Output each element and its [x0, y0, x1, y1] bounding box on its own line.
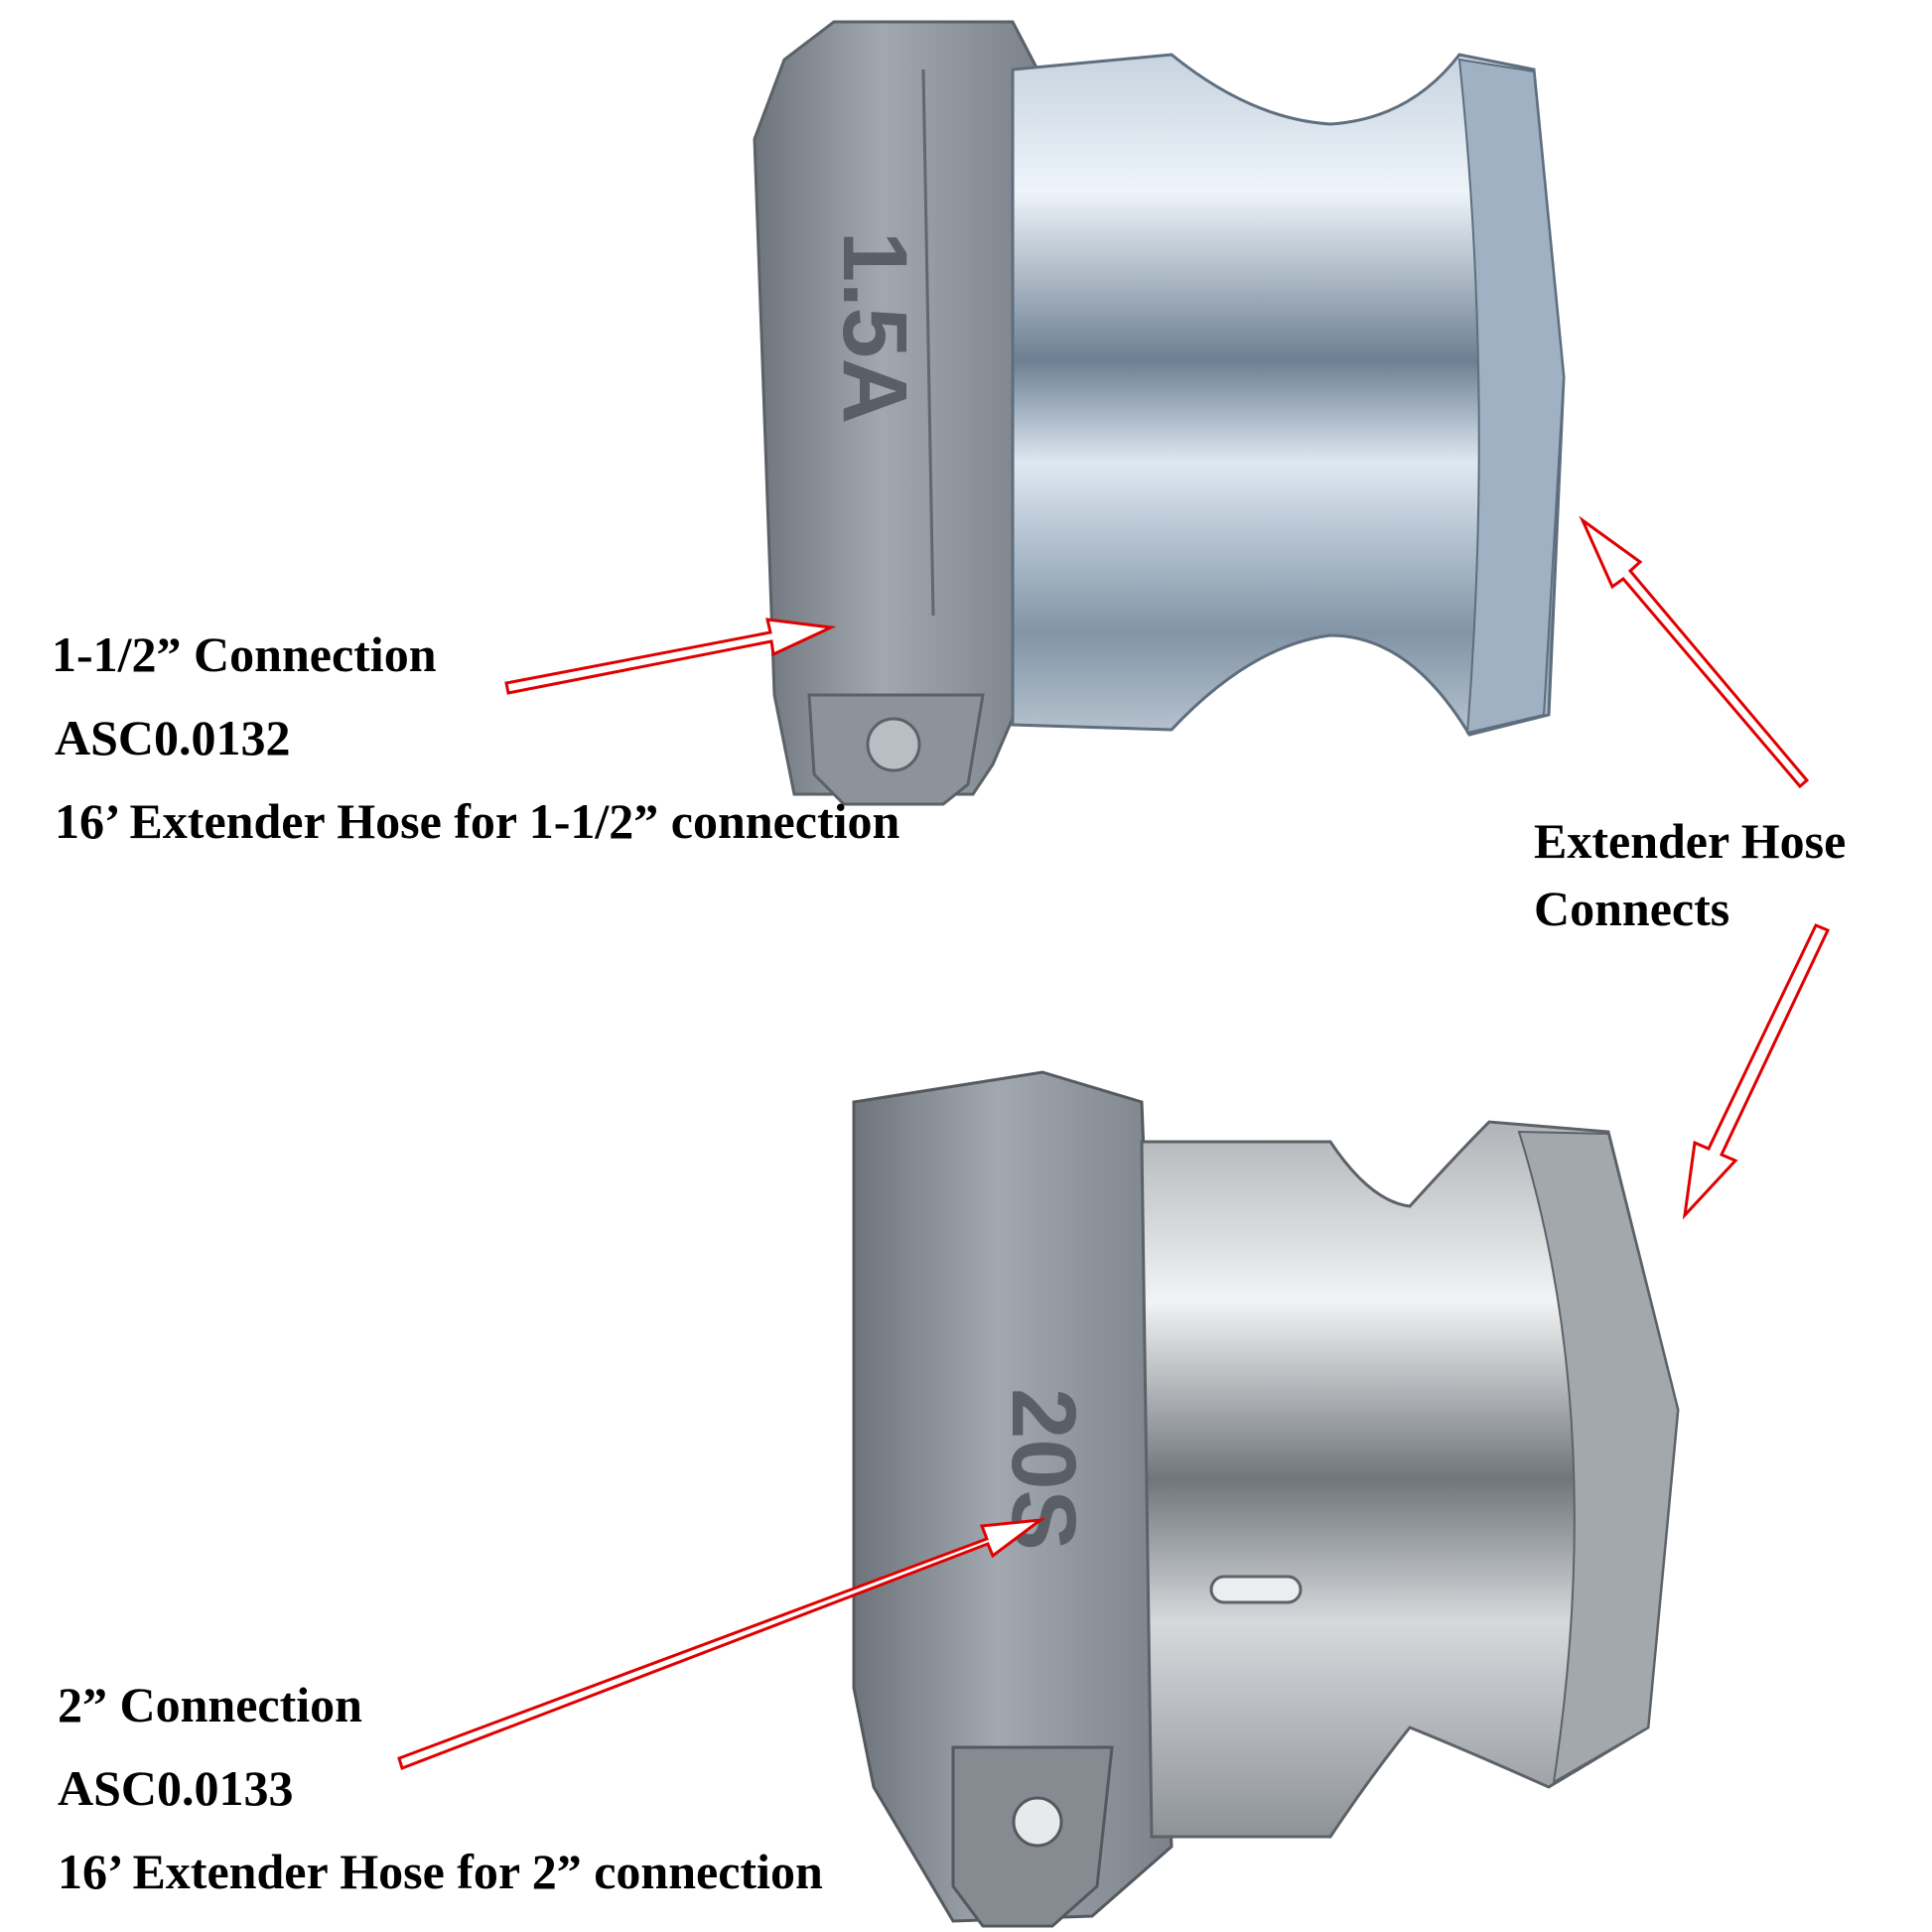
arrow-upper-connection [504, 618, 837, 695]
arrow-callout-lower [1682, 923, 1831, 1220]
upper-lug-hole [866, 717, 921, 772]
lower-lug-hole [1012, 1796, 1063, 1848]
arrow-callout-upper [1579, 515, 1810, 789]
upper-hex-body [753, 20, 1039, 796]
lower-hex-body [852, 1070, 1173, 1923]
arrow-lower-connection [397, 1517, 1046, 1770]
lower-adapter-chrome [1140, 1120, 1680, 1839]
annotation-arrows [397, 515, 1831, 1770]
lower-part-number: ASC0.0133 [58, 1760, 294, 1816]
upper-connection-size-label: 1-1/2” Connection [52, 626, 437, 682]
upper-hex-facet [921, 69, 935, 617]
lower-vent-slot [1209, 1575, 1303, 1604]
lower-camlock-fitting: 20S [852, 1070, 1680, 1928]
callout-line-1: Extender Hose [1534, 813, 1847, 869]
callout-line-2: Connects [1534, 881, 1730, 936]
lower-adapter-lip [1517, 1130, 1680, 1784]
lower-connection-size-label: 2” Connection [58, 1677, 362, 1732]
lower-hose-description: 16’ Extender Hose for 2” connection [58, 1844, 823, 1899]
upper-part-number: ASC0.0132 [55, 710, 291, 765]
upper-camlock-fitting: 1.5A [753, 20, 1566, 806]
upper-size-stamp: 1.5A [824, 231, 925, 424]
upper-adapter-lip [1457, 58, 1566, 735]
upper-hose-description: 16’ Extender Hose for 1-1/2” connection [55, 793, 900, 849]
upper-adapter-chrome [1011, 53, 1566, 737]
